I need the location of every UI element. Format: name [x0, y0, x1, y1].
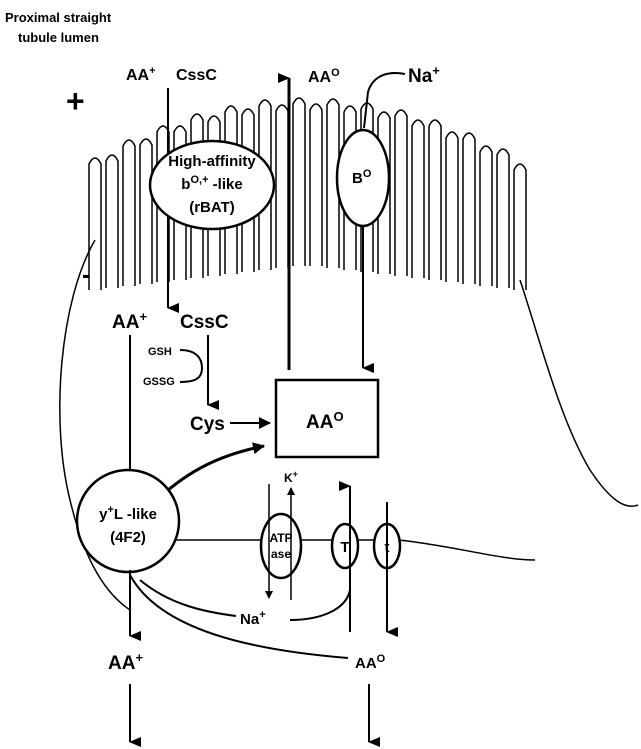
negative-charge-symbol: - [82, 259, 91, 289]
lumen-cssc-label: CssC [176, 67, 217, 84]
lumen-aa-zero-label: AAO [308, 67, 340, 86]
microvillus [89, 158, 101, 290]
cell-outline-right [520, 280, 638, 506]
na-to-4f2-curve [140, 580, 236, 616]
na-to-t-curve [290, 590, 350, 620]
microvillus [429, 120, 441, 280]
microvillus [497, 149, 509, 288]
cell-cssc-label: CssC [180, 312, 229, 333]
t-upper-label: T [340, 539, 349, 556]
microvillus [276, 105, 288, 268]
atpase-line-2: ase [271, 547, 291, 561]
microvillus [463, 133, 475, 284]
lumen-na-label: Na+ [408, 63, 440, 87]
4f2-to-pool-arrow [160, 446, 264, 497]
microvillus [395, 110, 407, 276]
caption-line-1: Proximal straight [5, 10, 112, 25]
microvillus [140, 139, 152, 284]
cell-na-label: Na+ [240, 609, 266, 628]
microvillus [106, 155, 118, 288]
k-label: K+ [284, 469, 298, 485]
na-entry-curve [364, 73, 405, 128]
rbat-line-3: (rBAT) [189, 199, 235, 216]
lumen-aa-plus-label: AA+ [126, 65, 156, 84]
blood-aa-plus-label: AA+ [108, 650, 143, 674]
microvillus [514, 164, 526, 290]
microvillus [123, 140, 135, 286]
gsh-label: GSH [148, 346, 172, 358]
cell-aa-plus-label: AA+ [112, 309, 147, 333]
atpase-line-1: ATP [269, 531, 292, 545]
na-k-atpase [261, 514, 301, 578]
microvillus [412, 120, 424, 278]
gsh-gssg-curve [180, 350, 202, 382]
microvillus [310, 104, 322, 266]
cys-label: Cys [190, 414, 225, 435]
microvillus [446, 132, 458, 282]
positive-charge-symbol: + [66, 83, 85, 119]
microvillus [480, 146, 492, 286]
gssg-label: GSSG [143, 376, 175, 388]
caption-line-2: tubule lumen [18, 30, 99, 45]
4f2-line-2: (4F2) [110, 529, 146, 546]
microvillus [293, 98, 305, 266]
rbat-line-1: High-affinity [168, 153, 256, 170]
blood-aa-zero-label: AAO [355, 653, 386, 672]
